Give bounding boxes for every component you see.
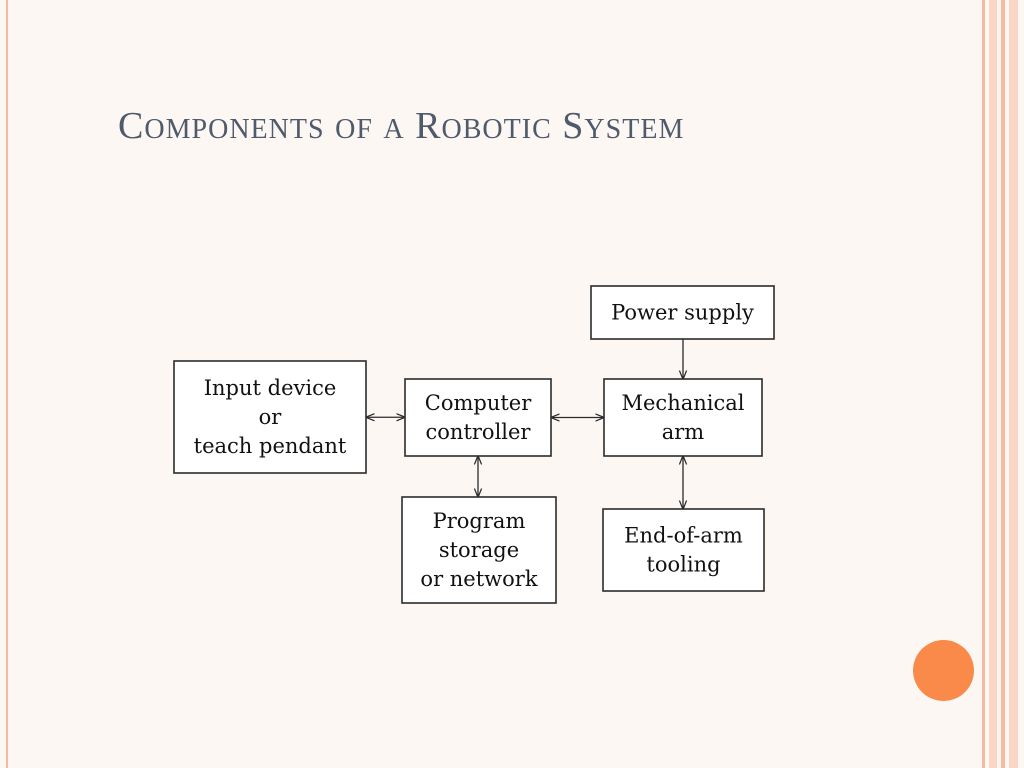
node-label-end-of-arm-tooling-1: tooling bbox=[646, 553, 720, 577]
orange-accent-circle bbox=[913, 640, 974, 701]
node-box-program-storage bbox=[401, 496, 557, 604]
node-power-supply: Power supply bbox=[590, 285, 775, 340]
node-label-program-storage-1: storage bbox=[439, 538, 519, 562]
node-label-program-storage-0: Program bbox=[433, 509, 526, 533]
node-label-computer-controller-0: Computer bbox=[425, 391, 532, 415]
stripe-2 bbox=[989, 0, 997, 768]
node-end-of-arm-tooling: End-of-arm tooling bbox=[602, 508, 765, 592]
slide-title: COMPONENTS OF A ROBOTIC SYSTEM bbox=[118, 104, 684, 148]
stripe-1 bbox=[982, 0, 985, 768]
node-mechanical-arm: Mechanical arm bbox=[603, 378, 763, 457]
node-program-storage: Program storage or network bbox=[401, 496, 557, 604]
node-label-mechanical-arm-1: arm bbox=[662, 420, 705, 444]
node-label-end-of-arm-tooling-0: End-of-arm bbox=[624, 524, 743, 548]
stripe-4 bbox=[1009, 0, 1018, 768]
edges-layer bbox=[366, 339, 683, 509]
node-label-input-device-2: teach pendant bbox=[194, 434, 347, 458]
node-box-end-of-arm-tooling bbox=[602, 508, 765, 592]
node-computer-controller: Computer controller bbox=[404, 378, 552, 457]
node-box-computer-controller bbox=[404, 378, 552, 457]
node-box-power-supply bbox=[590, 285, 775, 340]
right-decorative-stripes bbox=[978, 0, 1024, 768]
left-border-rule bbox=[6, 0, 8, 768]
node-label-power-supply-0: Power supply bbox=[611, 301, 754, 325]
node-label-input-device-1: or bbox=[259, 405, 283, 429]
stripe-3 bbox=[1001, 0, 1005, 768]
node-box-mechanical-arm bbox=[603, 378, 763, 457]
node-label-input-device-0: Input device bbox=[204, 376, 337, 400]
node-input-device: Input device or teach pendant bbox=[173, 360, 367, 474]
node-box-input-device bbox=[173, 360, 367, 474]
node-label-computer-controller-1: controller bbox=[426, 420, 532, 444]
node-label-program-storage-2: or network bbox=[420, 567, 537, 591]
slide-title-text: COMPONENTS OF A ROBOTIC SYSTEM bbox=[118, 105, 685, 147]
node-label-mechanical-arm-0: Mechanical bbox=[622, 391, 745, 415]
